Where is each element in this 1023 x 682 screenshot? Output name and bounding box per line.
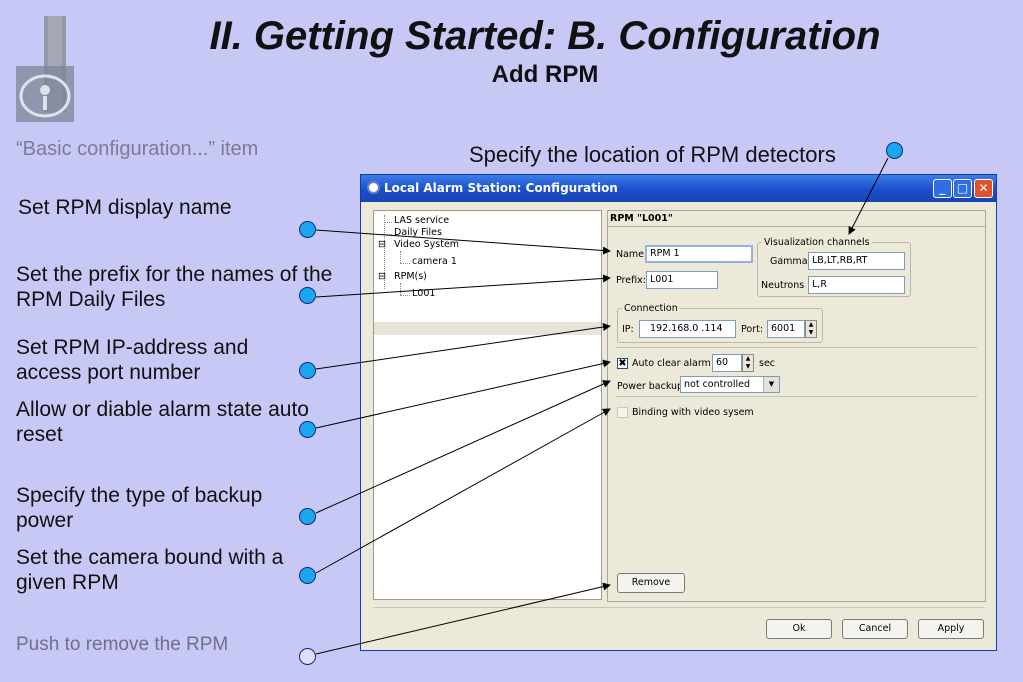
annotation-marker: [299, 287, 316, 304]
ok-button[interactable]: Ok: [766, 619, 832, 639]
chevron-down-icon: ▼: [763, 377, 779, 392]
remove-button[interactable]: Remove: [617, 573, 685, 593]
tree-line: [400, 283, 401, 295]
annotation-prefix: Set the prefix for the names of the RPM …: [16, 263, 333, 311]
prefix-input[interactable]: L001: [646, 271, 718, 289]
annotation-display-name: Set RPM display name: [18, 196, 232, 219]
tree-expander-video[interactable]: ⊟: [378, 239, 386, 250]
annotation-camera: Set the camera bound with a given RPM: [16, 546, 284, 594]
annotation-backup: Specify the type of backup power: [16, 484, 263, 532]
tree-selection-highlight: [374, 322, 601, 335]
separator: [616, 347, 977, 348]
name-label: Name:: [616, 249, 648, 260]
rpm-name-input[interactable]: RPM 1: [645, 245, 753, 263]
maximize-button[interactable]: □: [953, 179, 972, 198]
panel-divider: [608, 226, 985, 227]
auto-clear-spinner[interactable]: ▲▼: [742, 354, 754, 372]
annotation-marker: [299, 421, 316, 438]
rpm-panel-header: RPM "L001": [610, 213, 673, 224]
window-title: Local Alarm Station: Configuration: [384, 181, 618, 195]
apply-button[interactable]: Apply: [918, 619, 984, 639]
location-note: Specify the location of RPM detectors: [469, 142, 836, 167]
gamma-label: Gamma: [770, 256, 808, 267]
tree-item-daily-files[interactable]: Daily Files: [394, 227, 442, 238]
basic-config-label: “Basic configuration...” item: [16, 138, 259, 160]
slide-title: II. Getting Started: B. Configuration: [209, 14, 881, 58]
binding-video-label: Binding with video sysem: [632, 407, 754, 418]
connection-group: Connection: [617, 303, 823, 343]
cancel-button[interactable]: Cancel: [842, 619, 908, 639]
port-label: Port:: [741, 324, 764, 335]
annotation-ip: Set RPM IP-address and access port numbe…: [16, 336, 249, 384]
ip-label: IP:: [622, 324, 634, 335]
auto-clear-label: Auto clear alarm: [632, 358, 711, 369]
tree-line: [400, 263, 410, 264]
tree-item-las-service[interactable]: LAS service: [394, 215, 450, 226]
ip-input[interactable]: 192.168.0 .114: [639, 320, 736, 338]
connection-legend: Connection: [624, 303, 678, 314]
visualization-channels-group: Visualization channels: [757, 237, 911, 297]
config-tree: LAS service Daily Files ⊟ Video System c…: [373, 210, 602, 600]
annotation-marker: [886, 142, 903, 159]
tree-line: [384, 222, 392, 223]
auto-clear-seconds-input[interactable]: 60: [712, 354, 742, 372]
annotation-marker: [299, 567, 316, 584]
annotation-marker: [299, 648, 316, 665]
slide-subtitle: Add RPM: [491, 61, 599, 88]
port-input[interactable]: 6001: [767, 320, 805, 338]
rpm-settings-panel: RPM "L001" Name: RPM 1 Prefix: L001 Visu…: [607, 210, 986, 602]
footer-separator: [373, 607, 984, 608]
annotation-marker: [299, 221, 316, 238]
minimize-button[interactable]: _: [933, 179, 952, 198]
tree-item-video-system[interactable]: Video System: [394, 239, 460, 250]
port-spinner[interactable]: ▲▼: [805, 320, 817, 338]
visualization-legend: Visualization channels: [764, 237, 870, 248]
logo-image: [16, 16, 74, 122]
binding-video-checkbox[interactable]: [617, 407, 628, 418]
tree-item-l001[interactable]: L001: [412, 288, 436, 299]
separator: [616, 396, 977, 397]
annotation-alarm: Allow or diable alarm state auto reset: [16, 398, 309, 446]
sec-label: sec: [759, 358, 776, 369]
configuration-window: Local Alarm Station: Configuration _ □ ✕…: [360, 174, 997, 651]
prefix-label: Prefix:: [616, 275, 646, 286]
tree-expander-rpms[interactable]: ⊟: [378, 271, 386, 282]
annotation-marker: [299, 362, 316, 379]
annotation-marker: [299, 508, 316, 525]
power-backup-select[interactable]: not controlled ▼: [680, 376, 780, 393]
tree-item-rpms[interactable]: RPM(s): [394, 271, 427, 282]
gamma-input[interactable]: LB,LT,RB,RT: [808, 252, 905, 270]
window-titlebar[interactable]: Local Alarm Station: Configuration _ □ ✕: [361, 175, 996, 202]
neutrons-label: Neutrons: [761, 280, 805, 291]
tree-item-camera-1[interactable]: camera 1: [412, 256, 457, 267]
auto-clear-checkbox[interactable]: ✖: [617, 358, 628, 369]
tree-line: [400, 251, 401, 263]
tree-line: [400, 295, 410, 296]
tree-line: [384, 215, 385, 289]
close-button[interactable]: ✕: [974, 179, 993, 198]
annotation-remove: Push to remove the RPM: [16, 634, 229, 655]
neutrons-input[interactable]: L,R: [808, 276, 905, 294]
app-icon: [367, 181, 380, 194]
tree-line: [384, 234, 392, 235]
power-backup-value: not controlled: [684, 379, 751, 390]
power-backup-label: Power backup: [617, 381, 684, 392]
